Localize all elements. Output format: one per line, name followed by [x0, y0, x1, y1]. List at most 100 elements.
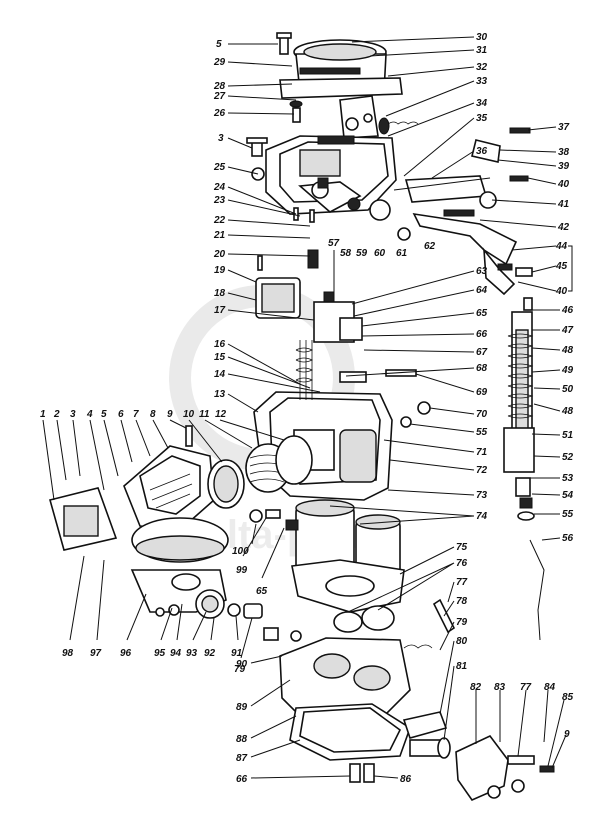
callout-79: 79: [234, 664, 246, 675]
callout-1: 1: [40, 409, 46, 420]
callout-76: 76: [456, 558, 468, 569]
callout-12: 12: [215, 409, 227, 420]
callout-10: 10: [183, 409, 195, 420]
callout-66: 66: [476, 329, 488, 340]
callout-98: 98: [62, 648, 74, 659]
callout-2: 2: [53, 409, 60, 420]
callout-47: 47: [561, 325, 574, 336]
callout-27: 27: [213, 91, 226, 102]
callout-93: 93: [186, 648, 198, 659]
callout-44: 44: [555, 241, 568, 252]
callout-92: 92: [204, 648, 216, 659]
callout-52: 52: [562, 452, 574, 463]
callout-71: 71: [476, 447, 488, 458]
callout-75: 75: [456, 542, 468, 553]
callout-31: 31: [476, 45, 488, 56]
callout-77: 77: [456, 577, 468, 588]
callout-78: 78: [456, 596, 468, 607]
throttle-linkage: [393, 127, 533, 296]
callout-15: 15: [214, 352, 226, 363]
callout-41: 41: [557, 199, 570, 210]
callout-95: 95: [154, 648, 166, 659]
callout-8: 8: [150, 409, 156, 420]
callout-35: 35: [476, 113, 488, 124]
callout-84: 84: [544, 682, 556, 693]
callout-21: 21: [213, 230, 226, 241]
callout-56: 56: [562, 533, 574, 544]
callout-66b: 66: [236, 774, 248, 785]
callout-64: 64: [476, 285, 488, 296]
callout-11: 11: [199, 409, 210, 420]
callout-40b: 40: [555, 286, 568, 297]
callout-65b: 65: [256, 586, 268, 597]
callout-labels: 30 31 32 33 34 35 36 37 38 39 40 41 42 4…: [40, 32, 574, 785]
callout-88: 88: [236, 734, 248, 745]
callout-73: 73: [476, 490, 488, 501]
callout-55b: 55: [562, 509, 574, 520]
callout-23: 23: [213, 195, 226, 206]
callout-30: 30: [476, 32, 488, 43]
callout-4: 4: [86, 409, 93, 420]
callout-18: 18: [214, 288, 226, 299]
callout-97: 97: [90, 648, 102, 659]
callout-60: 60: [374, 248, 386, 259]
accelerator-pump: [503, 297, 545, 641]
callout-38: 38: [558, 147, 570, 158]
callout-48: 48: [561, 345, 574, 356]
callout-19: 19: [214, 265, 226, 276]
callout-45: 45: [555, 261, 568, 272]
callout-85: 85: [562, 692, 574, 703]
callout-77b: 77: [520, 682, 532, 693]
callout-86: 86: [400, 774, 412, 785]
callout-16: 16: [214, 339, 226, 350]
callout-79b: 79: [456, 617, 468, 628]
callout-9: 9: [167, 409, 173, 420]
callout-59: 59: [356, 248, 368, 259]
callout-100: 100: [232, 546, 249, 557]
main-body: [253, 249, 431, 613]
callout-83: 83: [494, 682, 506, 693]
callout-34: 34: [476, 98, 488, 109]
callout-68: 68: [476, 363, 488, 374]
callout-20: 20: [213, 249, 226, 260]
callout-26: 26: [213, 108, 226, 119]
throttle-body: [263, 598, 555, 801]
callout-80: 80: [456, 636, 468, 647]
callout-40: 40: [557, 179, 570, 190]
callout-9b: 9: [564, 729, 570, 740]
callout-5: 5: [216, 39, 222, 50]
callout-94: 94: [170, 648, 182, 659]
callout-67: 67: [476, 347, 488, 358]
callout-65: 65: [476, 308, 488, 319]
callout-61: 61: [396, 248, 408, 259]
callout-72: 72: [476, 465, 488, 476]
air-horn-cover: [276, 32, 419, 139]
callout-3b: 3: [70, 409, 76, 420]
callout-89: 89: [236, 702, 248, 713]
callout-33: 33: [476, 76, 488, 87]
callout-69: 69: [476, 387, 488, 398]
callout-74: 74: [476, 511, 488, 522]
callout-63: 63: [476, 266, 488, 277]
callout-49: 49: [561, 365, 574, 376]
callout-90: 90: [236, 659, 248, 670]
callout-48b: 48: [561, 406, 574, 417]
callout-5b: 5: [101, 409, 107, 420]
callout-3: 3: [218, 133, 224, 144]
callout-25: 25: [213, 162, 226, 173]
callout-28: 28: [213, 81, 226, 92]
callout-62: 62: [424, 241, 436, 252]
callout-17: 17: [214, 305, 226, 316]
callout-32: 32: [476, 62, 488, 73]
callout-99: 99: [236, 565, 248, 576]
callout-36: 36: [476, 146, 488, 157]
callout-58: 58: [340, 248, 352, 259]
callout-96: 96: [120, 648, 132, 659]
callout-51: 51: [562, 430, 574, 441]
callout-91: 91: [231, 648, 243, 659]
callout-37: 37: [558, 122, 570, 133]
callout-13: 13: [214, 389, 226, 400]
callout-57: 57: [328, 238, 340, 249]
callout-70: 70: [476, 409, 488, 420]
